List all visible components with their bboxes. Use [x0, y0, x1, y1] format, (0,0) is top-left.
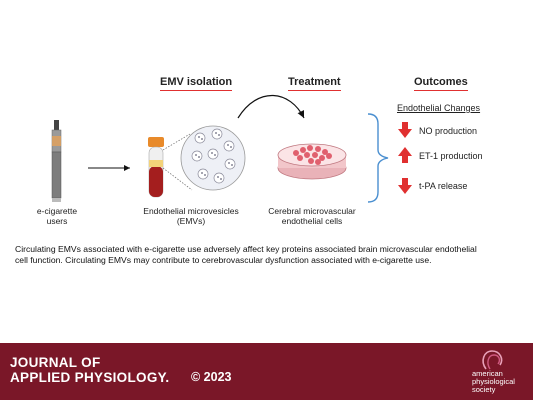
bracket	[367, 113, 389, 203]
heading-outcomes-text: Outcomes	[414, 76, 468, 88]
microvesicles-icon	[180, 125, 246, 191]
outcome-item: t-PA release	[419, 181, 468, 191]
society-line3: society	[472, 385, 496, 394]
label-ecig-line1: e-cigarette	[36, 206, 78, 216]
outcomes-title: Endothelial Changes	[397, 103, 481, 113]
footer-banner: JOURNAL OF APPLIED PHYSIOLOGY. © 2023 am…	[0, 343, 533, 400]
e-cigarette-icon	[51, 120, 62, 202]
heading-treatment-text: Treatment	[288, 76, 341, 88]
journal-title: JOURNAL OF APPLIED PHYSIOLOGY.	[10, 355, 169, 385]
society-name: american physiological society	[472, 370, 515, 394]
arrow-to-treatment	[237, 94, 305, 119]
arrow-down-icon	[398, 122, 412, 138]
diagram-graphics	[51, 94, 412, 203]
heading-outcomes: Outcomes	[414, 76, 468, 91]
society-line1: american	[472, 369, 503, 378]
society-line2: physiological	[472, 377, 515, 386]
copyright: © 2023	[191, 370, 232, 384]
label-ecig: e-cigarette users	[24, 206, 90, 226]
label-emv-line1: Endothelial microvesicles	[143, 206, 239, 216]
journal-title-line2: APPLIED PHYSIOLOGY.	[10, 370, 170, 385]
heading-emv-isolation: EMV isolation	[160, 76, 233, 91]
caption: Circulating EMVs associated with e-cigar…	[15, 244, 525, 266]
zoom-line	[162, 167, 193, 191]
journal-title-line1: JOURNAL OF	[10, 355, 101, 370]
caption-line1: Circulating EMVs associated with e-cigar…	[15, 244, 477, 254]
zoom-line	[162, 133, 191, 151]
petri-dish-icon	[277, 143, 347, 180]
heading-underline	[414, 89, 468, 91]
label-emv-line2: (EMVs)	[176, 216, 206, 226]
heading-underline	[288, 89, 341, 91]
label-emv: Endothelial microvesicles (EMVs)	[134, 206, 248, 226]
label-ecig-line2: users	[46, 216, 68, 226]
label-cells-line2: endothelial cells	[281, 216, 343, 226]
outcome-item: ET-1 production	[419, 151, 483, 161]
arrow-down-icon	[398, 178, 412, 194]
heading-treatment: Treatment	[288, 76, 341, 91]
aps-logo-icon	[482, 350, 503, 370]
blood-tube-icon	[148, 137, 164, 198]
label-cells-line1: Cerebral microvascular	[268, 206, 356, 216]
arrow-up-icon	[398, 147, 412, 163]
caption-line2: cell function. Circulating EMVs may cont…	[15, 255, 432, 265]
heading-underline	[160, 89, 233, 91]
heading-emv-isolation-text: EMV isolation	[160, 76, 233, 88]
outcome-item: NO production	[419, 126, 478, 136]
label-cells: Cerebral microvascular endothelial cells	[256, 206, 368, 226]
